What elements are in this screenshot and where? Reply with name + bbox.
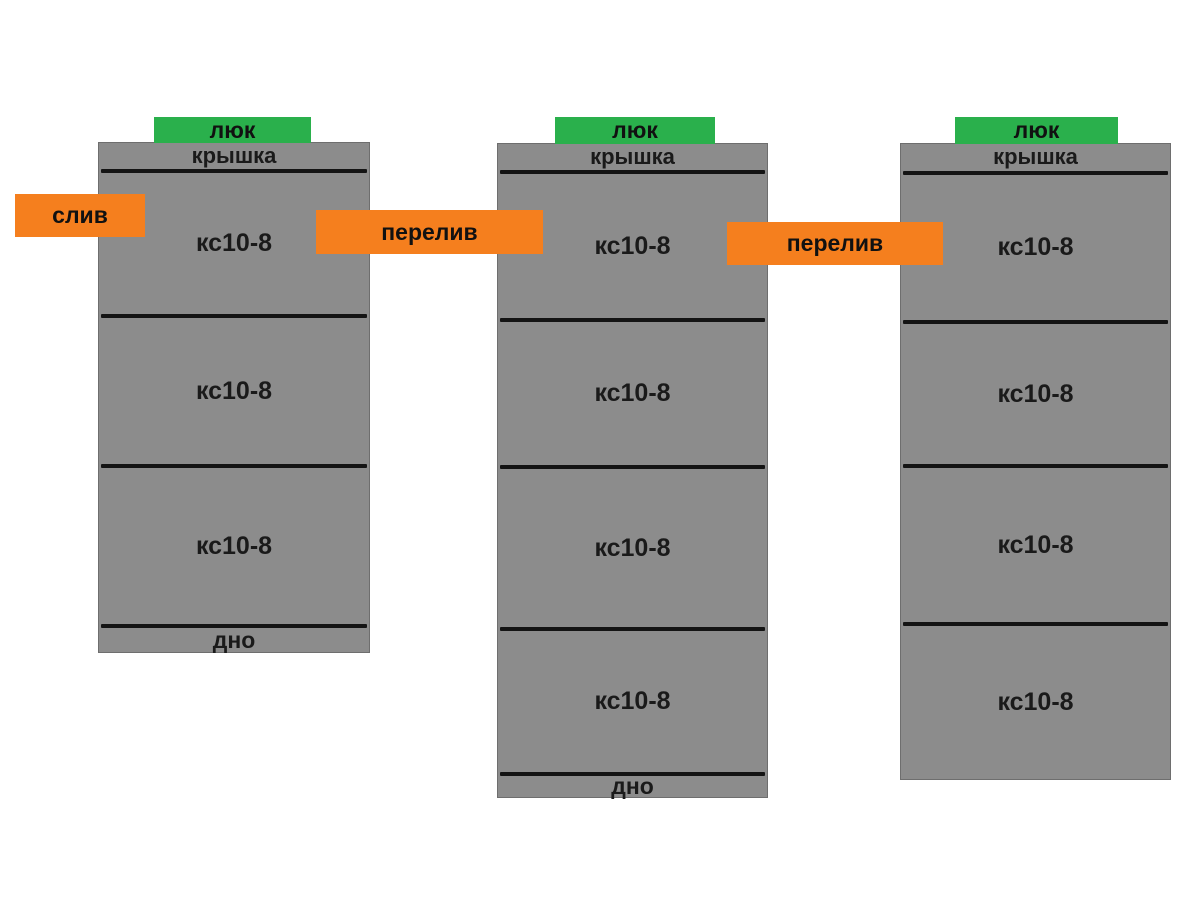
ring-segment: кс10-8	[99, 468, 369, 624]
ring-joint-line	[500, 772, 765, 776]
hatch-badge: люк	[154, 117, 311, 143]
hatch-badge: люк	[555, 117, 715, 144]
ring-label: кс10-8	[195, 376, 273, 405]
ring-joint-line	[101, 624, 367, 628]
ring-label: кс10-8	[195, 531, 273, 560]
ring-joint-line	[903, 622, 1168, 626]
ring-joint-line	[500, 318, 765, 322]
ring-joint-line	[903, 320, 1168, 324]
ring-segment: кс10-8	[498, 631, 767, 772]
ring-joint-line	[500, 170, 765, 174]
ring-joint-line	[903, 171, 1168, 175]
ring-label: кс10-8	[997, 688, 1074, 716]
bottom-label: дно	[611, 773, 654, 799]
ring-segment: кс10-8	[901, 324, 1170, 464]
ring-label: кс10-8	[997, 233, 1074, 261]
ring-joint-line	[101, 314, 367, 318]
cover-label: крышка	[590, 144, 675, 169]
ring-label: кс10-8	[997, 379, 1074, 408]
bottom-label: дно	[212, 626, 256, 653]
ring-segment: кс10-8	[498, 174, 767, 318]
ring-joint-line	[500, 627, 765, 631]
ring-segment: кс10-8	[498, 322, 767, 465]
ring-label: кс10-8	[594, 687, 671, 715]
ring-label: кс10-8	[594, 231, 671, 260]
ring-segment: кс10-8	[99, 318, 369, 464]
overflow-pipe-label: перелив	[316, 210, 543, 254]
ring-label: кс10-8	[594, 379, 671, 407]
ring-label: кс10-8	[997, 530, 1074, 559]
overflow-pipe-label: перелив	[727, 222, 943, 265]
ring-segment: кс10-8	[498, 469, 767, 627]
ring-segment: кс10-8	[901, 175, 1170, 320]
ring-joint-line	[101, 169, 367, 173]
ring-segment: кс10-8	[99, 173, 369, 314]
cover-label: крышка	[993, 144, 1078, 169]
ring-label: кс10-8	[195, 229, 273, 257]
hatch-badge: люк	[955, 117, 1118, 144]
ring-joint-line	[903, 464, 1168, 468]
ring-label: кс10-8	[594, 533, 671, 562]
drain-pipe-label: слив	[15, 194, 145, 237]
well-3: крышка кс10-8 кс10-8 кс10-8 кс10-8	[900, 143, 1171, 780]
ring-joint-line	[500, 465, 765, 469]
ring-segment: кс10-8	[901, 468, 1170, 622]
ring-joint-line	[101, 464, 367, 468]
cover-label: крышка	[191, 143, 277, 168]
ring-segment: кс10-8	[901, 626, 1170, 779]
